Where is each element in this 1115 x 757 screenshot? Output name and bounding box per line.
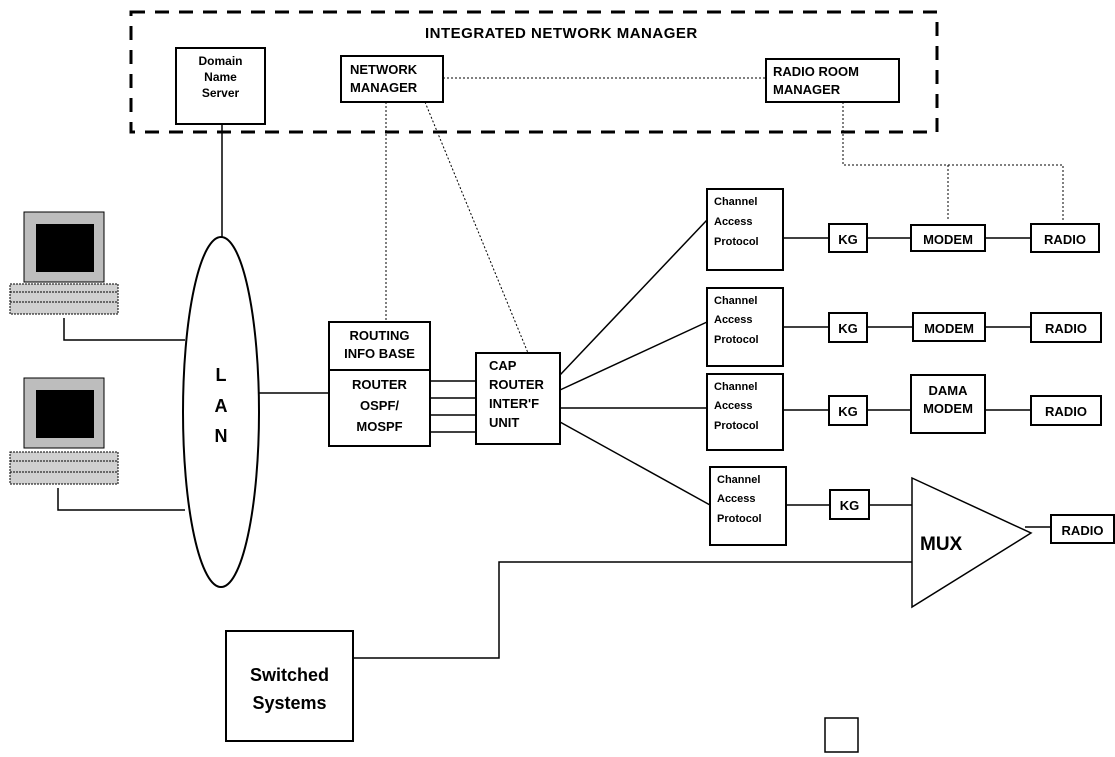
modem-box: MODEM	[910, 224, 986, 252]
radio-box: RADIO	[1030, 395, 1102, 426]
kg-box: KG	[828, 395, 868, 426]
channel-access-protocol-box: Channel Access Protocol	[706, 373, 784, 451]
diagram-title: INTEGRATED NETWORK MANAGER	[425, 25, 698, 42]
inm-boundary	[129, 10, 939, 134]
mux-triangle	[911, 476, 1033, 609]
lan-label: L A N	[214, 365, 228, 447]
radio-room-manager-box: RADIO ROOM MANAGER	[765, 58, 900, 103]
network-manager-box: NETWORK MANAGER	[340, 55, 444, 103]
kg-box: KG	[828, 223, 868, 253]
mux-label: MUX	[920, 534, 963, 555]
domain-name-server-box: Domain Name Server	[175, 47, 266, 125]
radio-box: RADIO	[1030, 223, 1100, 253]
radio-box: RADIO	[1030, 312, 1102, 343]
channel-access-protocol-box: Channel Access Protocol	[706, 287, 784, 367]
channel-access-protocol-box: Channel Access Protocol	[706, 188, 784, 271]
empty-box	[824, 717, 859, 753]
routing-info-base-box: ROUTING INFO BASE	[328, 321, 431, 371]
cap-router-box: CAP ROUTER INTER'F UNIT	[475, 352, 561, 445]
channel-access-protocol-box: Channel Access Protocol	[709, 466, 787, 546]
router-box: ROUTER OSPF/ MOSPF	[328, 369, 431, 447]
switched-systems-box: Switched Systems	[225, 630, 354, 742]
lan-ellipse	[182, 236, 260, 588]
data-links	[57, 124, 1051, 659]
management-links	[385, 77, 1064, 354]
kg-box: KG	[829, 489, 870, 520]
kg-box: KG	[828, 312, 868, 343]
computer-terminal-icon	[9, 377, 119, 485]
radio-box: RADIO	[1050, 514, 1115, 544]
dama-modem-box: DAMA MODEM	[910, 374, 986, 434]
modem-box: MODEM	[912, 312, 986, 342]
computer-terminal-icon	[9, 211, 119, 315]
